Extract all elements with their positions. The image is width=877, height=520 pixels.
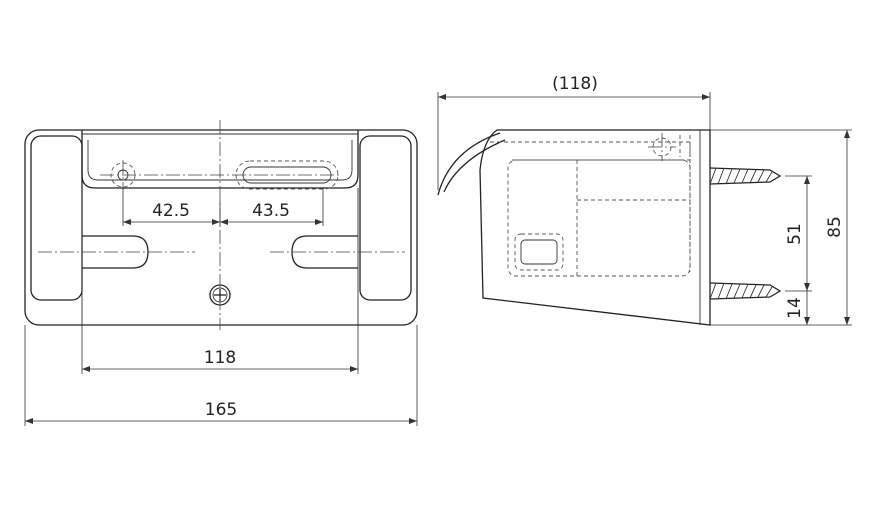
- arrow: [212, 219, 220, 225]
- hidden-inner-top: [490, 141, 691, 272]
- dim-label-165: 165: [205, 400, 237, 420]
- arrow: [315, 219, 323, 225]
- side-view: [437, 129, 782, 326]
- dim-label-85: 85: [825, 216, 845, 238]
- arrow: [350, 366, 358, 372]
- arrow: [438, 94, 446, 100]
- front-dimensions: 42.5 43.5 118 165: [24, 188, 418, 426]
- dim-label-51: 51: [785, 223, 805, 245]
- arrow: [844, 317, 850, 325]
- dim-label-14: 14: [785, 297, 805, 319]
- front-body-outline: [24, 129, 418, 326]
- arrow: [804, 176, 810, 184]
- front-top-plate-inner: [87, 140, 353, 181]
- side-body-outline: [479, 129, 711, 326]
- arrow: [804, 283, 810, 291]
- arrow: [220, 219, 228, 225]
- dim-label-42-5: 42.5: [152, 201, 190, 221]
- lower-wall-screw: [709, 282, 782, 300]
- dim-label-118: 118: [204, 348, 236, 368]
- upper-wall-screw: [709, 167, 782, 185]
- arrow: [82, 366, 90, 372]
- right-end-cap: [359, 135, 412, 301]
- hidden-inner-box: [507, 159, 691, 277]
- arrow: [409, 418, 417, 424]
- arrow: [804, 317, 810, 325]
- front-view: [24, 120, 418, 330]
- side-dimensions: (118) 51 14 85: [437, 74, 852, 326]
- hidden-small-pocket: [514, 233, 564, 271]
- left-end-cap: [30, 135, 83, 301]
- arrow: [25, 418, 33, 424]
- hidden-small-pocket-inner: [520, 239, 558, 265]
- arrow: [844, 130, 850, 138]
- arrow: [123, 219, 131, 225]
- dim-label-118-reference: (118): [552, 74, 598, 94]
- arrow: [702, 94, 710, 100]
- dim-label-43-5: 43.5: [252, 201, 290, 221]
- lid-curve-inner: [443, 139, 506, 193]
